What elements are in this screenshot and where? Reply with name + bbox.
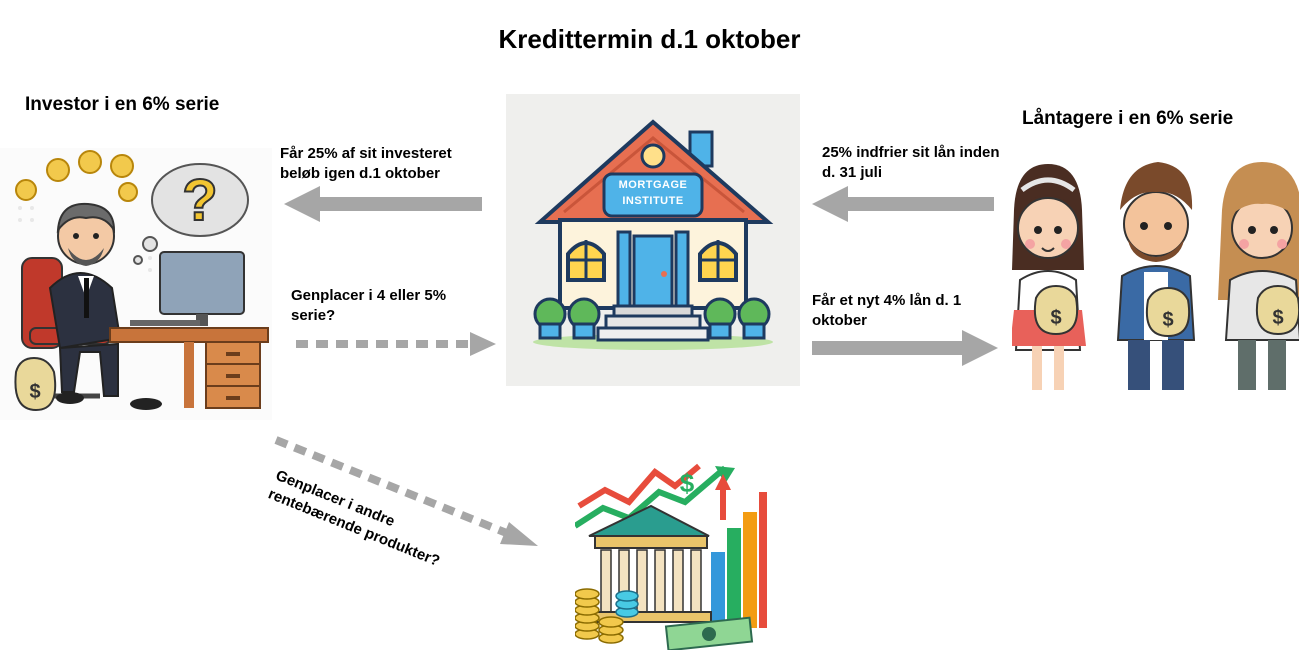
arrow-to-borrowers [812, 330, 998, 366]
arrow-to-investor [284, 186, 482, 222]
money-bag-dollar: $ [29, 381, 40, 403]
question-mark: ? [182, 168, 217, 233]
dotted-arrow-reinvest [296, 332, 496, 356]
money-bag-dollar: $ [1050, 307, 1061, 329]
investor-illustration: ? $ [0, 148, 272, 420]
diagram-title: Kredittermin d.1 oktober [498, 24, 801, 54]
label-reinvest-new-series: Genplacer i 4 eller 5% serie? [291, 287, 447, 324]
arrow-to-institute [812, 186, 994, 222]
dollar-symbol: $ [680, 468, 695, 498]
finance-products-illustration: $ [575, 462, 767, 650]
money-bag-dollar: $ [1162, 309, 1173, 331]
label-borrowers-prepay: 25% indfrier sit lån inden d. 31 juli [822, 144, 1000, 181]
borrowers-heading: Låntagere i en 6% serie [1022, 108, 1234, 129]
institute-sign-text: MORTGAGE INSTITUTE [618, 179, 688, 207]
investor-heading: Investor i en 6% serie [25, 94, 220, 115]
mortgage-institute-illustration: MORTGAGE INSTITUTE [506, 94, 800, 386]
money-bag-dollar: $ [1272, 307, 1283, 329]
dotted-arrow-other-products [274, 436, 538, 546]
borrowers-illustration: $ $ $ [1012, 150, 1299, 394]
label-investor-receives: Får 25% af sit investeret beløb igen d.1… [280, 145, 452, 182]
label-borrowers-new-loan: Får et nyt 4% lån d. 1 oktober [812, 292, 962, 329]
